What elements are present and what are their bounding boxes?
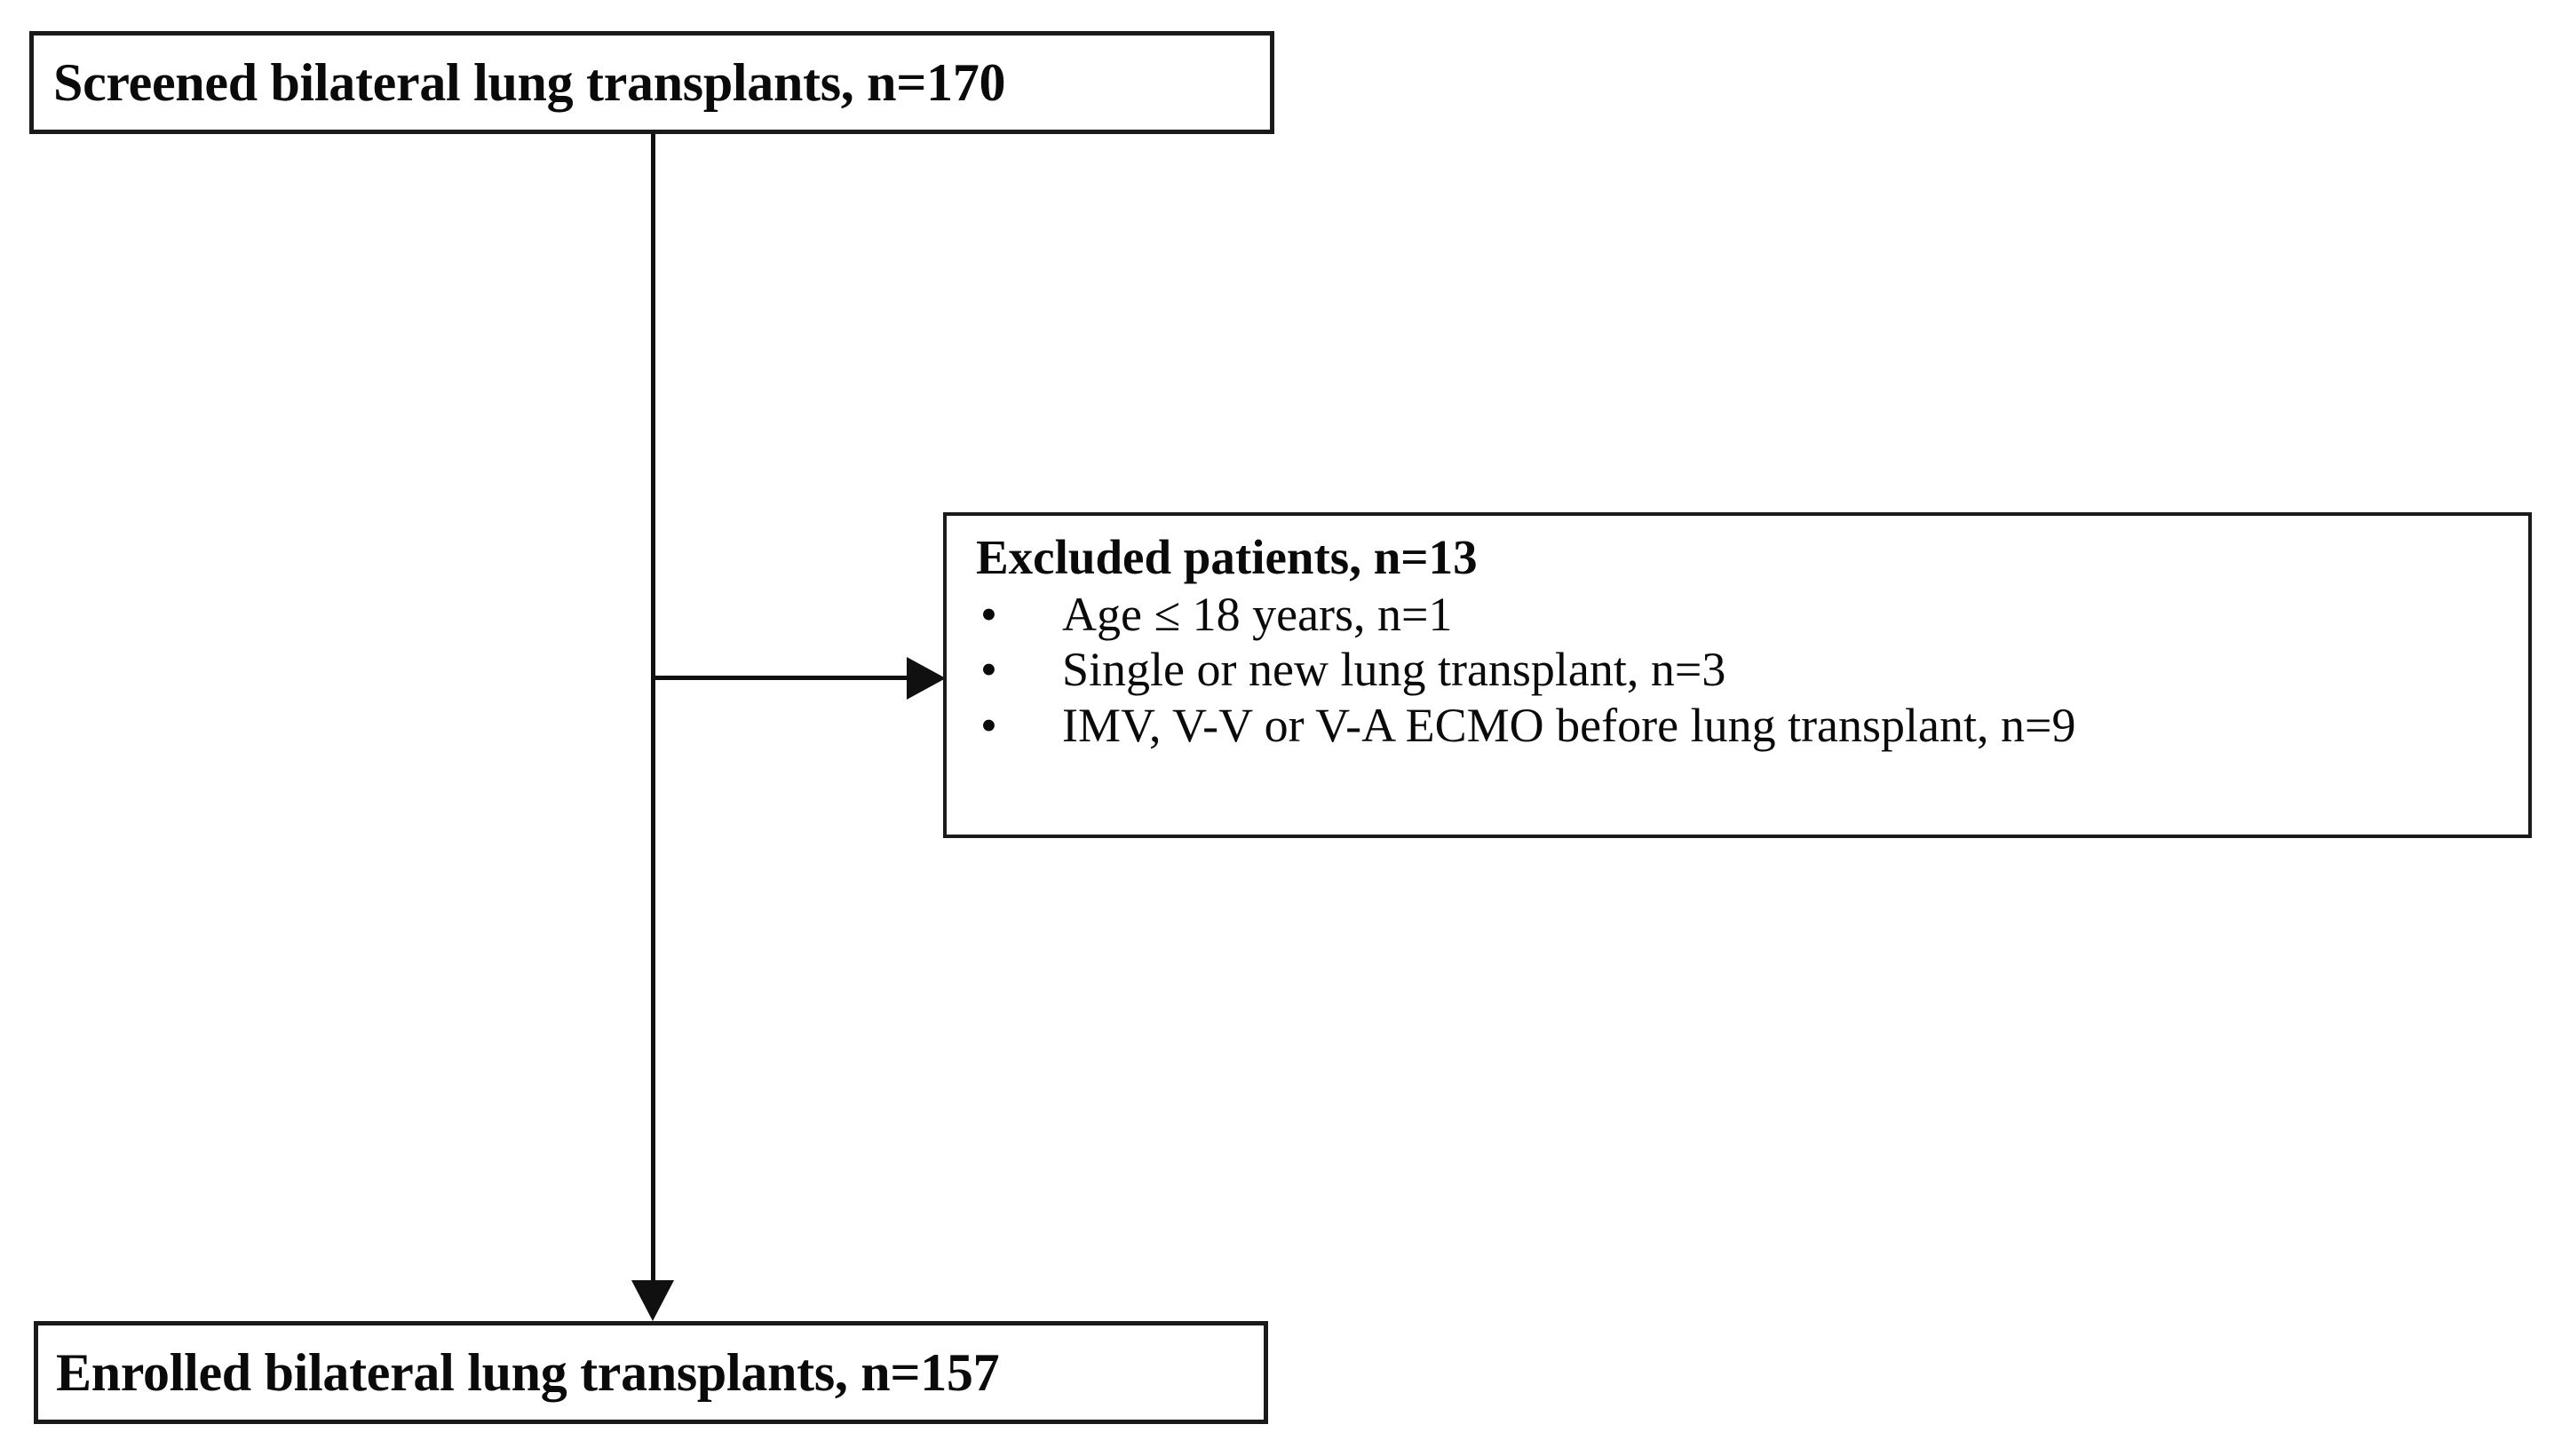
node-screened-bilateral-lung-transplants: Screened bilateral lung transplants, n=1… xyxy=(29,31,1274,134)
bullet-dot-icon: • xyxy=(980,587,997,641)
connector-vertical-spine xyxy=(651,134,655,1284)
node-excluded-patients: Excluded patients, n=13 • Age ≤ 18 years… xyxy=(943,512,2532,838)
node-enrolled-bilateral-lung-transplants: Enrolled bilateral lung transplants, n=1… xyxy=(34,1321,1268,1424)
arrowhead-right-icon xyxy=(907,657,946,700)
bullet-dot-icon: • xyxy=(980,643,997,697)
excluded-reasons-list: • Age ≤ 18 years, n=1 • Single or new lu… xyxy=(947,587,2528,754)
list-item: • Single or new lung transplant, n=3 xyxy=(947,642,2528,698)
connector-horizontal-branch-to-excluded xyxy=(651,676,914,680)
bullet-dot-icon: • xyxy=(980,699,997,752)
arrowhead-down-icon xyxy=(631,1280,674,1321)
list-item-label: Age ≤ 18 years, n=1 xyxy=(1062,587,1453,641)
node-enrolled-title: Enrolled bilateral lung transplants, n=1… xyxy=(56,1343,1000,1402)
list-item-label: Single or new lung transplant, n=3 xyxy=(1062,643,1726,697)
node-screened-title: Screened bilateral lung transplants, n=1… xyxy=(53,53,1006,112)
list-item-label: IMV, V-V or V-A ECMO before lung transpl… xyxy=(1062,699,2076,752)
node-excluded-title: Excluded patients, n=13 xyxy=(976,530,1478,584)
list-item: • Age ≤ 18 years, n=1 xyxy=(947,587,2528,643)
list-item: • IMV, V-V or V-A ECMO before lung trans… xyxy=(947,698,2528,754)
